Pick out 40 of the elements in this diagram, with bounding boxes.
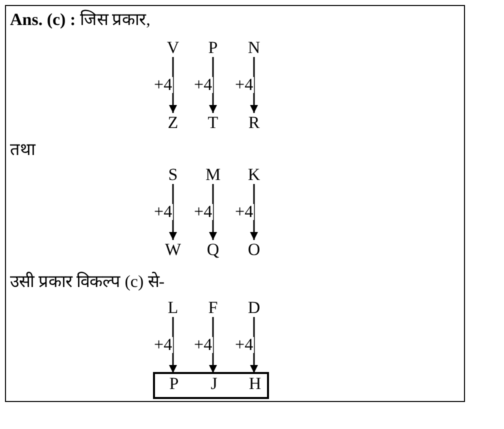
arrow — [250, 57, 258, 113]
answer-box — [153, 372, 269, 399]
edge-label: +4 — [193, 204, 214, 220]
edge-label: +4 — [153, 77, 174, 93]
note-text: उसी प्रकार विकल्प (c) से- — [10, 272, 165, 292]
letter: V — [165, 39, 181, 57]
note-text: Ans. (c) : जिस प्रकार, — [10, 10, 150, 30]
letter: J — [206, 375, 222, 393]
edge-label: +4 — [234, 204, 254, 220]
letter: Q — [205, 241, 221, 259]
letter: O — [246, 241, 262, 259]
letter: P — [205, 39, 221, 57]
arrow — [209, 317, 217, 373]
edge-label: +4 — [234, 337, 254, 353]
arrow — [250, 184, 258, 240]
edge-label: +4 — [234, 77, 254, 93]
letter: T — [205, 114, 221, 132]
letter: W — [165, 241, 181, 259]
letter: L — [165, 299, 181, 317]
arrow — [250, 317, 258, 373]
arrow — [169, 317, 177, 373]
letter: P — [166, 375, 182, 393]
arrow — [209, 184, 217, 240]
note-text: तथा — [10, 140, 35, 160]
arrow — [169, 57, 177, 113]
letter: F — [205, 299, 221, 317]
edge-label: +4 — [193, 77, 214, 93]
arrow — [169, 184, 177, 240]
arrow — [209, 57, 217, 113]
letter: S — [165, 166, 181, 184]
edge-label: +4 — [153, 204, 174, 220]
letter: M — [205, 166, 221, 184]
letter: H — [247, 375, 263, 393]
edge-label: +4 — [153, 337, 174, 353]
edge-label: +4 — [193, 337, 214, 353]
letter: N — [246, 39, 262, 57]
letter: Z — [165, 114, 181, 132]
letter: K — [246, 166, 262, 184]
letter: D — [246, 299, 262, 317]
letter: R — [246, 114, 262, 132]
